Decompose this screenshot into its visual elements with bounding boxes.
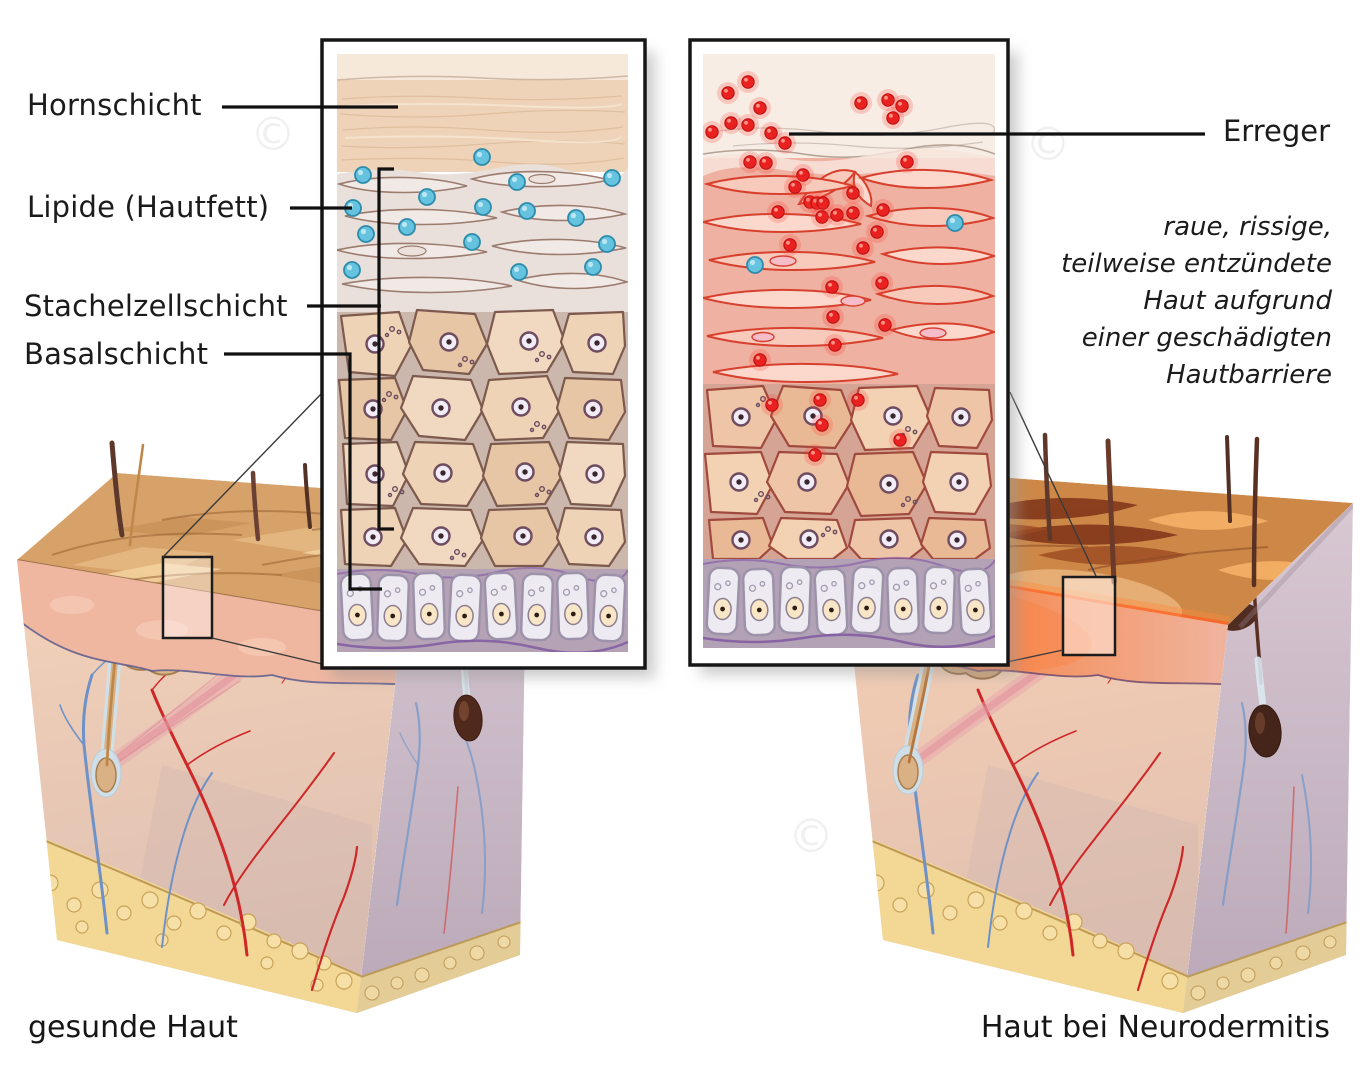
label-hornschicht: Hornschicht <box>27 88 202 122</box>
copyright-watermark-icon: © <box>250 107 296 161</box>
stachelzellschicht-bracket <box>377 167 394 531</box>
caption-neurodermitis-skin: Haut bei Neurodermitis <box>980 1010 1330 1045</box>
label-stachelzellschicht: Stachelzellschicht <box>24 289 288 323</box>
annotation-line: Haut aufgrund <box>1143 286 1332 316</box>
inflamed-epidermis-art <box>703 54 995 648</box>
magnifier-connector-lines <box>162 391 1097 665</box>
copyright-watermark-icon: © <box>788 809 834 863</box>
annotation-line: raue, rissige, <box>1163 212 1332 242</box>
arrector-pili-muscle <box>102 664 245 773</box>
healthy-epidermis-art <box>337 54 628 652</box>
basalschicht-leader-line <box>224 352 382 591</box>
copyright-watermark-icon: © <box>1025 117 1071 171</box>
annotation-line: teilweise entzündete <box>1061 249 1332 279</box>
label-lipide: Lipide (Hautfett) <box>27 190 270 224</box>
inflamed-magnified-region-box <box>1061 575 1117 657</box>
label-basalschicht: Basalschicht <box>24 337 209 371</box>
healthy-magnified-region-box <box>161 555 214 640</box>
annotation-line: Hautbarriere <box>1166 360 1332 390</box>
inflamed-cube-side-face <box>1183 503 1353 1013</box>
leader-lines <box>222 105 1205 591</box>
hair-shafts <box>1042 432 1260 588</box>
healthy-cube-front-face <box>17 560 402 1013</box>
annotation-line: einer geschädigten <box>1081 323 1332 353</box>
label-erreger: Erreger <box>1222 114 1330 148</box>
annotation-damaged-barrier: raue, rissige, teilweise entzündete Haut… <box>1061 209 1332 394</box>
caption-healthy-skin: gesunde Haut <box>28 1010 238 1045</box>
